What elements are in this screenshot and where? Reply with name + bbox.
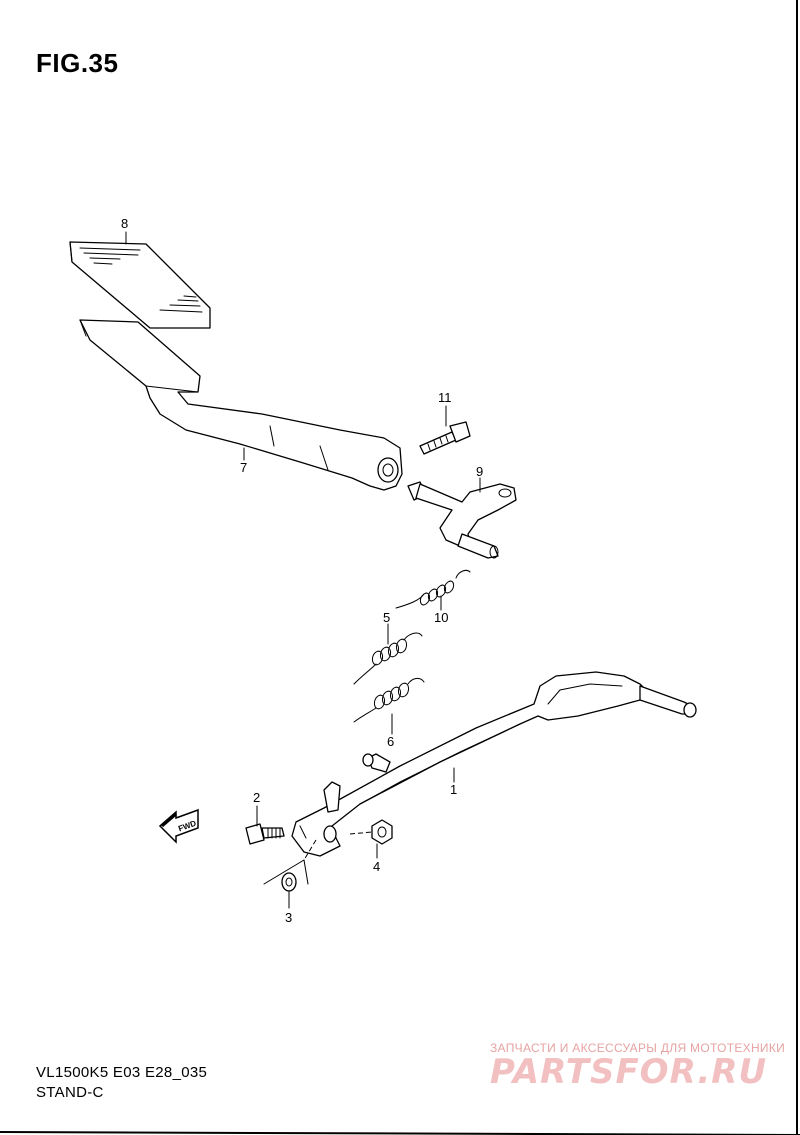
callout-leaders (125, 231, 481, 909)
fwd-arrow-icon: FWD (158, 808, 199, 844)
figure-title: FIG.35 (36, 48, 119, 78)
part-4-nut (371, 819, 393, 845)
part-1-side-stand (291, 671, 697, 857)
part-3-washer (281, 872, 297, 892)
part-7-footrest-arm (79, 319, 403, 491)
section-name: STAND-C (36, 1084, 104, 1101)
callout-7: 7 (240, 460, 247, 475)
part-2-bolt (245, 823, 285, 845)
callout-1: 1 (450, 782, 457, 797)
part-5-spring (353, 632, 423, 685)
callout-8: 8 (121, 216, 128, 231)
part-11-bolt (419, 421, 471, 455)
callout-4: 4 (373, 859, 380, 874)
model-code: VL1500K5 E03 E28_035 (36, 1064, 208, 1081)
part-9-bracket (407, 481, 517, 559)
callout-2: 2 (253, 790, 260, 805)
callout-3: 3 (285, 910, 292, 925)
callout-10: 10 (434, 610, 448, 625)
callout-5: 5 (383, 610, 390, 625)
assembly-lines (263, 831, 373, 885)
watermark-tagline: ЗАПЧАСТИ И АКСЕССУАРЫ ДЛЯ МОТОТЕХНИКИ (490, 1041, 786, 1055)
callout-11: 11 (438, 390, 452, 405)
callout-labels: 8 7 11 9 10 5 6 1 2 4 3 (121, 216, 483, 925)
part-8-footrest-pad (69, 241, 211, 329)
part-6-spring (353, 677, 425, 723)
callout-6: 6 (387, 734, 394, 749)
watermark-logo: PARTSFOR.RU (490, 1052, 768, 1092)
part-10-spring (395, 569, 471, 609)
callout-9: 9 (476, 464, 483, 479)
